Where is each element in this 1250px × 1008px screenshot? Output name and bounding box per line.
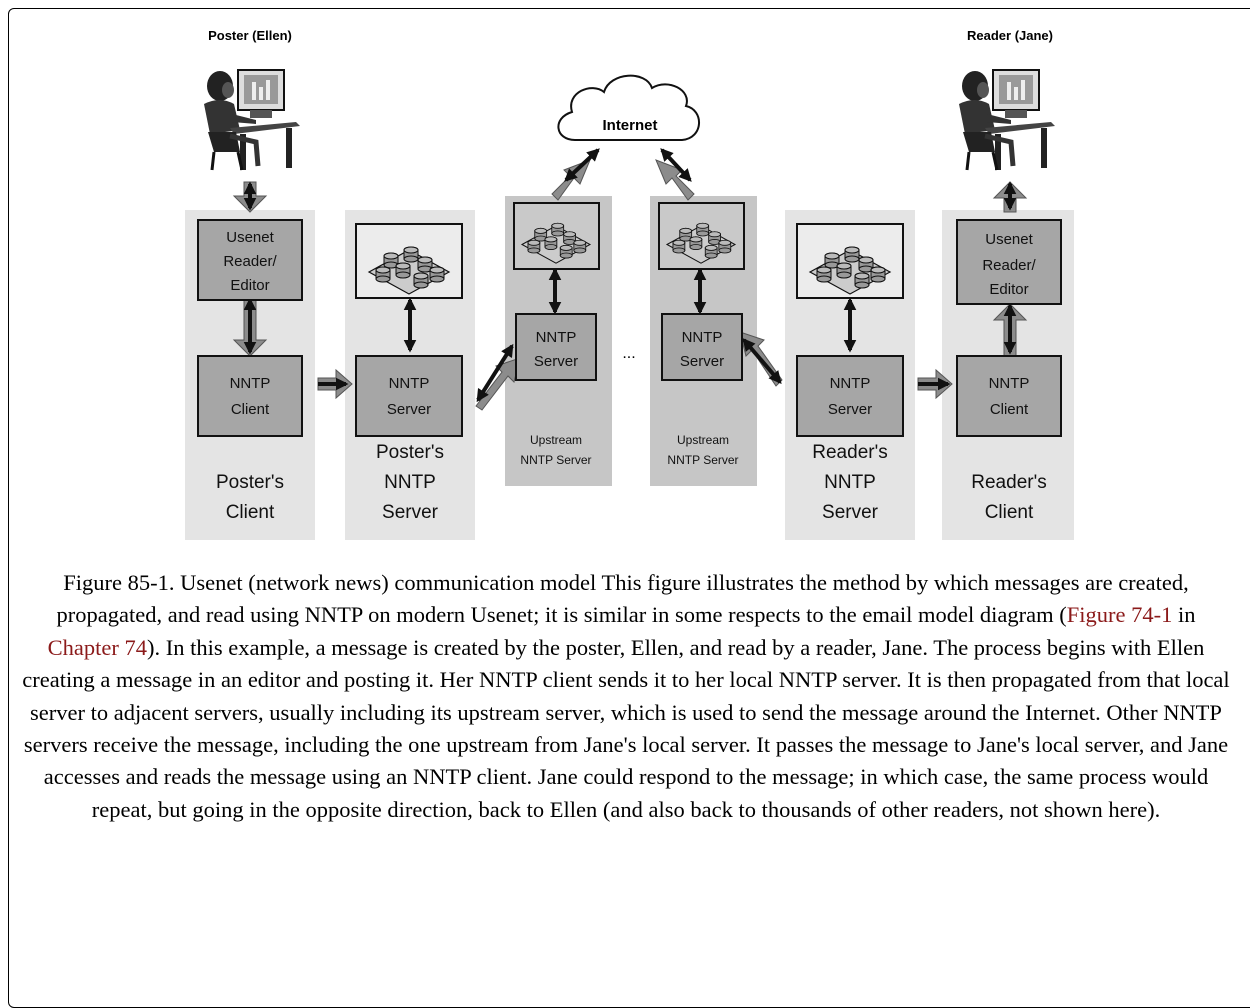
- column-title: NNTP: [384, 472, 436, 493]
- poster-label: Poster (Ellen): [208, 28, 292, 43]
- column-title: Poster's: [216, 472, 284, 493]
- box-label: NNTP: [389, 375, 430, 392]
- column-title: Poster's: [376, 442, 444, 463]
- column-title: Upstream: [530, 433, 582, 447]
- column-title: Reader's: [971, 472, 1046, 493]
- box-label: Editor: [230, 277, 269, 294]
- internet-label: Internet: [602, 117, 657, 134]
- column-title: Client: [226, 502, 275, 523]
- box-label: Server: [387, 401, 431, 418]
- reader-person-icon: [959, 70, 1055, 170]
- caption-text: Figure 85-1. Usenet (network news) commu…: [56, 570, 1189, 628]
- figure-74-1-link[interactable]: Figure 74-1: [1066, 602, 1173, 628]
- poster-person-icon: [204, 70, 300, 170]
- column-title: NNTP: [824, 472, 876, 493]
- readers-nntp-server-box: [796, 355, 904, 437]
- posters-editor-box: [197, 219, 303, 301]
- box-label: NNTP: [989, 375, 1030, 392]
- column-title: Upstream: [677, 433, 729, 447]
- figure-caption: Figure 85-1. Usenet (network news) commu…: [22, 567, 1230, 826]
- gray-arrow-upstream-internet: [551, 159, 591, 201]
- caption-text: in: [1172, 602, 1196, 628]
- box-label: NNTP: [230, 375, 271, 392]
- box-label: Reader/: [223, 253, 277, 270]
- chapter-74-link[interactable]: Chapter 74: [47, 634, 147, 660]
- box-label: Client: [231, 401, 270, 418]
- readers-editor-box: [956, 219, 1062, 305]
- posters-nntp-client-box: [197, 355, 303, 437]
- column-title: Server: [822, 502, 879, 523]
- box-label: Server: [680, 353, 724, 370]
- column-title: Client: [985, 502, 1034, 523]
- box-label: Client: [990, 401, 1029, 418]
- box-label: Usenet: [985, 231, 1033, 248]
- column-title: NNTP Server: [667, 453, 738, 467]
- column-title: Server: [382, 502, 439, 523]
- box-label: NNTP: [536, 329, 577, 346]
- caption-text: ). In this example, a message is created…: [22, 634, 1230, 822]
- box-label: Editor: [989, 281, 1028, 298]
- readers-nntp-client-box: [956, 355, 1062, 437]
- box-label: Server: [534, 353, 578, 370]
- column-title: Reader's: [812, 442, 887, 463]
- upstream-left-nntp-server-box: [515, 313, 597, 381]
- box-label: NNTP: [830, 375, 871, 392]
- internet-cloud-icon: [557, 74, 700, 141]
- box-label: Reader/: [982, 257, 1036, 274]
- box-label: Usenet: [226, 229, 274, 246]
- ellipsis: ...: [622, 345, 635, 362]
- box-label: Server: [828, 401, 872, 418]
- upstream-right-nntp-server-box: [661, 313, 743, 381]
- usenet-diagram: Poster (Ellen) Reader (Jane) Internet: [185, 28, 1074, 540]
- column-title: NNTP Server: [520, 453, 591, 467]
- box-label: NNTP: [682, 329, 723, 346]
- posters-nntp-server-box: [355, 355, 463, 437]
- reader-label: Reader (Jane): [967, 28, 1053, 43]
